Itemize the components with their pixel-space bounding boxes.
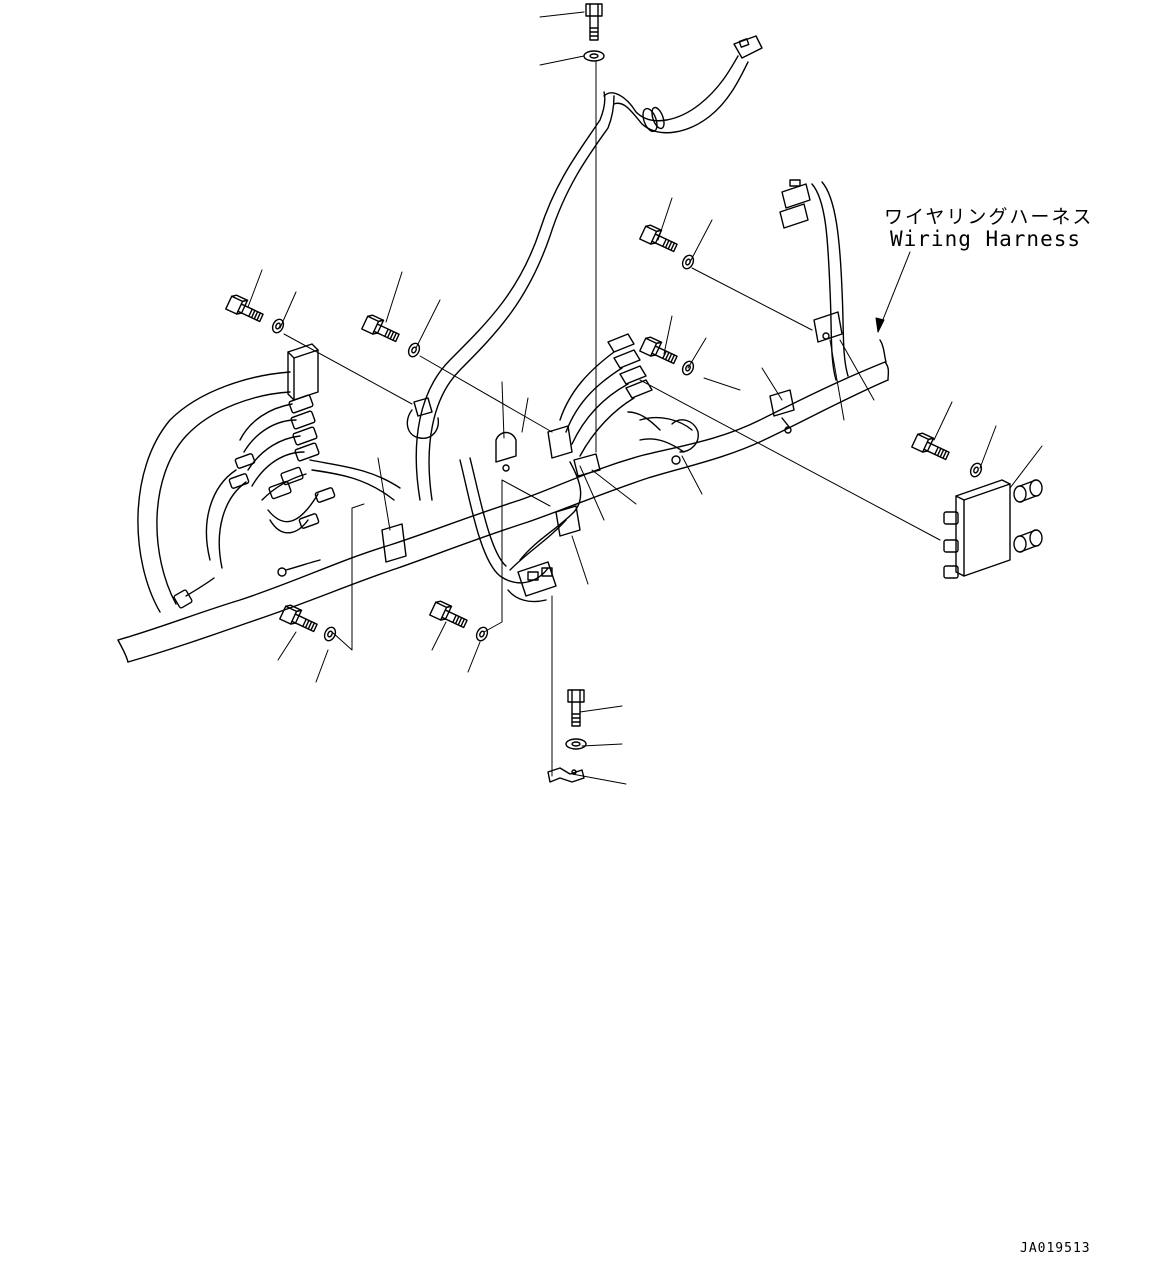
upper-harness-branch bbox=[416, 36, 762, 500]
bolts bbox=[226, 4, 952, 726]
bolt-icon bbox=[568, 690, 584, 726]
drawing-id: JA019513 bbox=[1020, 1241, 1091, 1256]
leader-lines bbox=[248, 12, 1042, 784]
washer-icon bbox=[566, 739, 586, 749]
connector-block-left bbox=[229, 344, 400, 533]
washer-icon bbox=[475, 626, 490, 643]
washer-icon bbox=[584, 51, 604, 61]
washer-icon bbox=[969, 462, 984, 479]
bolt-icon bbox=[640, 224, 680, 255]
bolt-icon bbox=[640, 336, 680, 367]
connector-plugs-left bbox=[229, 395, 335, 529]
right-harness-branch bbox=[560, 180, 886, 464]
washer-icon bbox=[407, 342, 422, 359]
bolt-icon bbox=[430, 600, 470, 631]
bolt-icon bbox=[226, 294, 266, 325]
wiring-harness-label-jp: ワイヤリングハーネス bbox=[884, 206, 1094, 228]
bracket-bottom bbox=[548, 768, 584, 782]
bolt-icon bbox=[280, 604, 320, 635]
main-harness-trunk bbox=[118, 362, 888, 662]
washer-icon bbox=[271, 318, 286, 335]
washers bbox=[271, 51, 984, 749]
lower-center-branch bbox=[278, 398, 600, 602]
bolt-icon bbox=[586, 4, 602, 40]
bolt-icon bbox=[362, 314, 402, 345]
washer-icon bbox=[323, 626, 338, 643]
controller-box bbox=[944, 480, 1042, 578]
washer-icon bbox=[681, 254, 696, 271]
wiring-harness-label-en: Wiring Harness bbox=[890, 227, 1082, 251]
bolt-icon bbox=[912, 432, 952, 463]
